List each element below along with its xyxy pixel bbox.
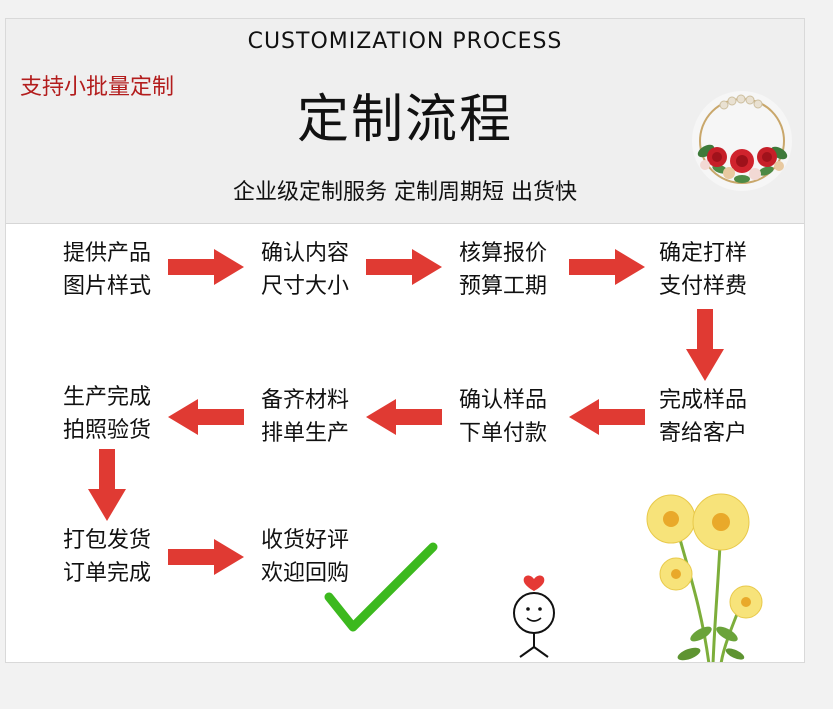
step-line: 核算报价 [458, 241, 547, 266]
step-confirm-content: 确认内容 尺寸大小 [240, 237, 370, 303]
step-sample-payment: 确定打样 支付样费 [638, 237, 768, 303]
step-line: 欢迎回购 [260, 561, 349, 586]
step-line: 确认样品 [458, 388, 547, 413]
process-card: CUSTOMIZATION PROCESS 定制流程 企业级定制服务 定制周期短… [5, 18, 805, 663]
header-section: CUSTOMIZATION PROCESS 定制流程 企业级定制服务 定制周期短… [6, 19, 804, 224]
step-line: 生产完成 [62, 385, 151, 410]
step-quote: 核算报价 预算工期 [438, 237, 568, 303]
arrow-right-icon [366, 249, 442, 285]
step-line: 完成样品 [658, 388, 747, 413]
arrow-left-icon [569, 399, 645, 435]
arrow-down-icon [686, 309, 724, 381]
step-production-done: 生产完成 拍照验货 [42, 381, 172, 447]
arrow-left-icon [168, 399, 244, 435]
step-line: 寄给客户 [658, 421, 747, 446]
step-line: 提供产品 [62, 241, 151, 266]
page-title: 定制流程 [296, 90, 513, 150]
flower-image [646, 493, 763, 662]
arrow-down-icon [88, 449, 126, 521]
step-line: 预算工期 [458, 274, 547, 299]
arrow-right-icon [168, 249, 244, 285]
step-line: 备齐材料 [260, 388, 349, 413]
wreath-image [692, 91, 792, 191]
step-prepare-materials: 备齐材料 排单生产 [240, 384, 370, 450]
step-line: 收货好评 [260, 528, 349, 553]
step-line: 确定打样 [658, 241, 747, 266]
smiley-figure [513, 575, 555, 658]
step-confirm-sample: 确认样品 下单付款 [438, 384, 568, 450]
subtitle-en: CUSTOMIZATION PROCESS [247, 29, 563, 54]
step-line: 拍照验货 [62, 418, 151, 443]
step-line: 打包发货 [62, 528, 151, 553]
checkmark-icon [324, 542, 438, 632]
step-line: 下单付款 [458, 421, 547, 446]
tagline: 企业级定制服务 定制周期短 出货快 [233, 180, 577, 205]
step-review-repurchase: 收货好评 欢迎回购 [240, 524, 370, 590]
arrow-right-icon [569, 249, 645, 285]
step-provide-images: 提供产品 图片样式 [42, 237, 172, 303]
arrow-right-icon [168, 539, 244, 575]
step-packing-shipping: 打包发货 订单完成 [42, 524, 172, 590]
step-line: 支付样费 [658, 274, 747, 299]
step-line: 订单完成 [62, 561, 151, 586]
step-line: 排单生产 [260, 421, 349, 446]
small-batch-badge: 支持小批量定制 [20, 75, 175, 100]
step-line: 尺寸大小 [260, 274, 349, 299]
step-sample-sent: 完成样品 寄给客户 [638, 384, 768, 450]
step-line: 图片样式 [62, 274, 151, 299]
step-line: 确认内容 [260, 241, 349, 266]
arrow-left-icon [366, 399, 442, 435]
